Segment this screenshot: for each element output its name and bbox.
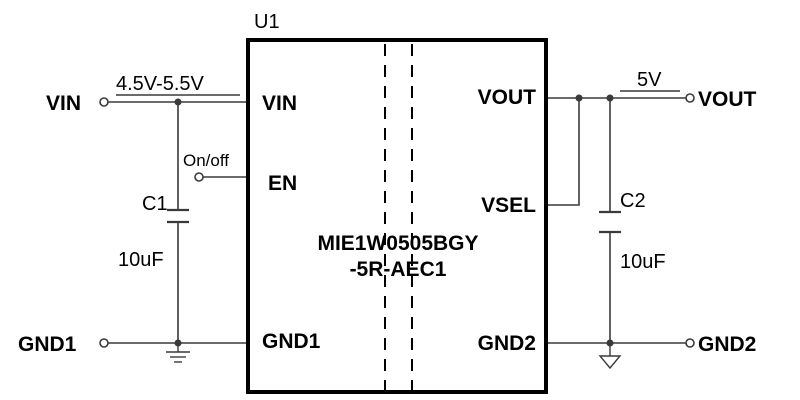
c1-ref: C1 bbox=[142, 193, 168, 215]
pin-vin-label: VIN bbox=[262, 92, 297, 115]
ext-vout-label: VOUT bbox=[698, 88, 757, 111]
gnd2-terminal bbox=[685, 338, 695, 348]
part-number-line1: MIE1W0505BGY bbox=[317, 232, 478, 255]
earth-ground-icon bbox=[166, 343, 190, 363]
vout-value-label: 5V bbox=[637, 69, 662, 91]
vin-range-label: 4.5V-5.5V bbox=[116, 73, 205, 95]
gnd1-terminal bbox=[99, 338, 109, 348]
ext-gnd1-label: GND1 bbox=[18, 333, 77, 356]
pin-gnd2-label: GND2 bbox=[478, 332, 536, 355]
ext-vin-label: VIN bbox=[46, 92, 81, 115]
en-terminal bbox=[194, 172, 204, 182]
ext-gnd2-label: GND2 bbox=[698, 333, 756, 356]
chip-body bbox=[246, 38, 548, 394]
ref-designator: U1 bbox=[254, 11, 280, 33]
vout-terminal bbox=[685, 93, 695, 103]
vin-terminal bbox=[99, 97, 109, 107]
pin-en-label: EN bbox=[268, 172, 297, 195]
vsel-wire bbox=[546, 98, 580, 206]
signal-ground-icon bbox=[598, 343, 622, 370]
pin-vsel-label: VSEL bbox=[481, 194, 536, 217]
c1-value: 10uF bbox=[118, 249, 164, 271]
pin-vout-label: VOUT bbox=[478, 86, 537, 109]
c2-ref: C2 bbox=[620, 190, 646, 212]
en-label: On/off bbox=[183, 151, 229, 170]
pin-gnd1-label: GND1 bbox=[262, 330, 321, 353]
part-number-line2: -5R-AEC1 bbox=[350, 258, 447, 281]
c2-value: 10uF bbox=[620, 251, 666, 273]
